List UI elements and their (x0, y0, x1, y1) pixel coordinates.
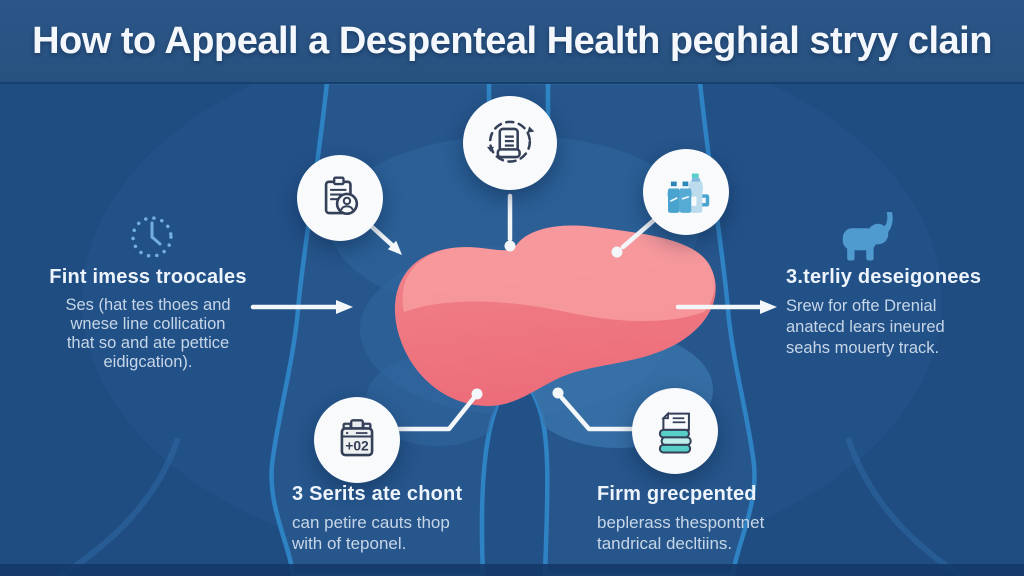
arrowhead-top-left (387, 240, 402, 255)
right-block-line: seahs mouerty track. (786, 339, 940, 357)
left-block-line: wnese line collication (70, 315, 226, 333)
dot-top-right (611, 246, 623, 258)
bottom-left-line: can petire cauts thop (292, 513, 450, 532)
connector-lines (250, 193, 777, 432)
bottom-shade-strip (0, 564, 1024, 576)
text-block-bottom-left: 3 Serits ate chont can petire cauts thop… (292, 483, 502, 554)
left-block-line: eidigcation). (103, 353, 193, 371)
dot-bottom-right (552, 387, 564, 399)
liver-organ-illustration (394, 225, 716, 406)
text-block-left: Fint imess troocales Ses (hat tes thoes … (38, 266, 258, 372)
bottom-right-line: beplerass thespontnet (597, 513, 765, 532)
left-block-line: Ses (hat tes thoes and (65, 296, 231, 314)
bottom-left-heading: 3 Serits ate chont (292, 483, 463, 505)
right-block-line: Srew for ofte Drenial (786, 297, 937, 315)
right-block-line: anatecd lears ineured (786, 318, 945, 336)
step-circle-bottom-right (632, 388, 718, 474)
calculator-icon: +02 (340, 419, 374, 457)
bottom-right-heading: Firm grecpented (597, 483, 757, 505)
step-circle-top-left (297, 155, 383, 241)
text-block-right: 3.terliy deseigonees Srew for ofte Dreni… (786, 266, 1001, 359)
clipboard-person-icon (324, 176, 359, 215)
arrowhead-left-text (336, 300, 353, 314)
left-block-line: that so and ate pettice (66, 334, 230, 352)
dot-top-center (504, 240, 516, 252)
bottom-left-line: with of teponel. (292, 534, 407, 553)
step-circle-bottom-left: +02 (314, 397, 400, 483)
document-sync-icon (486, 120, 535, 163)
books-stack-icon (658, 411, 692, 454)
step-circle-top-center (463, 96, 557, 190)
page-title: How to Appeall a Despenteal Health peghi… (32, 19, 992, 62)
arrowhead-right-text (760, 300, 777, 314)
left-block-heading: Fint imess troocales (49, 266, 247, 288)
title-banner: How to Appeall a Despenteal Health peghi… (0, 0, 1024, 84)
corner-arc-right (845, 437, 964, 576)
corner-arc-left (58, 437, 181, 576)
clock-icon (128, 213, 176, 266)
dot-bottom-left (471, 388, 483, 400)
water-bottles-icon (667, 173, 710, 213)
bottom-right-line: tandrical decltiins. (597, 534, 733, 553)
elephant-icon (834, 209, 900, 270)
calculator-display: +02 (345, 437, 369, 453)
right-block-heading: 3.terliy deseigonees (786, 266, 982, 288)
text-block-bottom-right: Firm grecpented beplerass thespontnet ta… (597, 483, 812, 554)
step-circle-top-right (643, 149, 729, 235)
